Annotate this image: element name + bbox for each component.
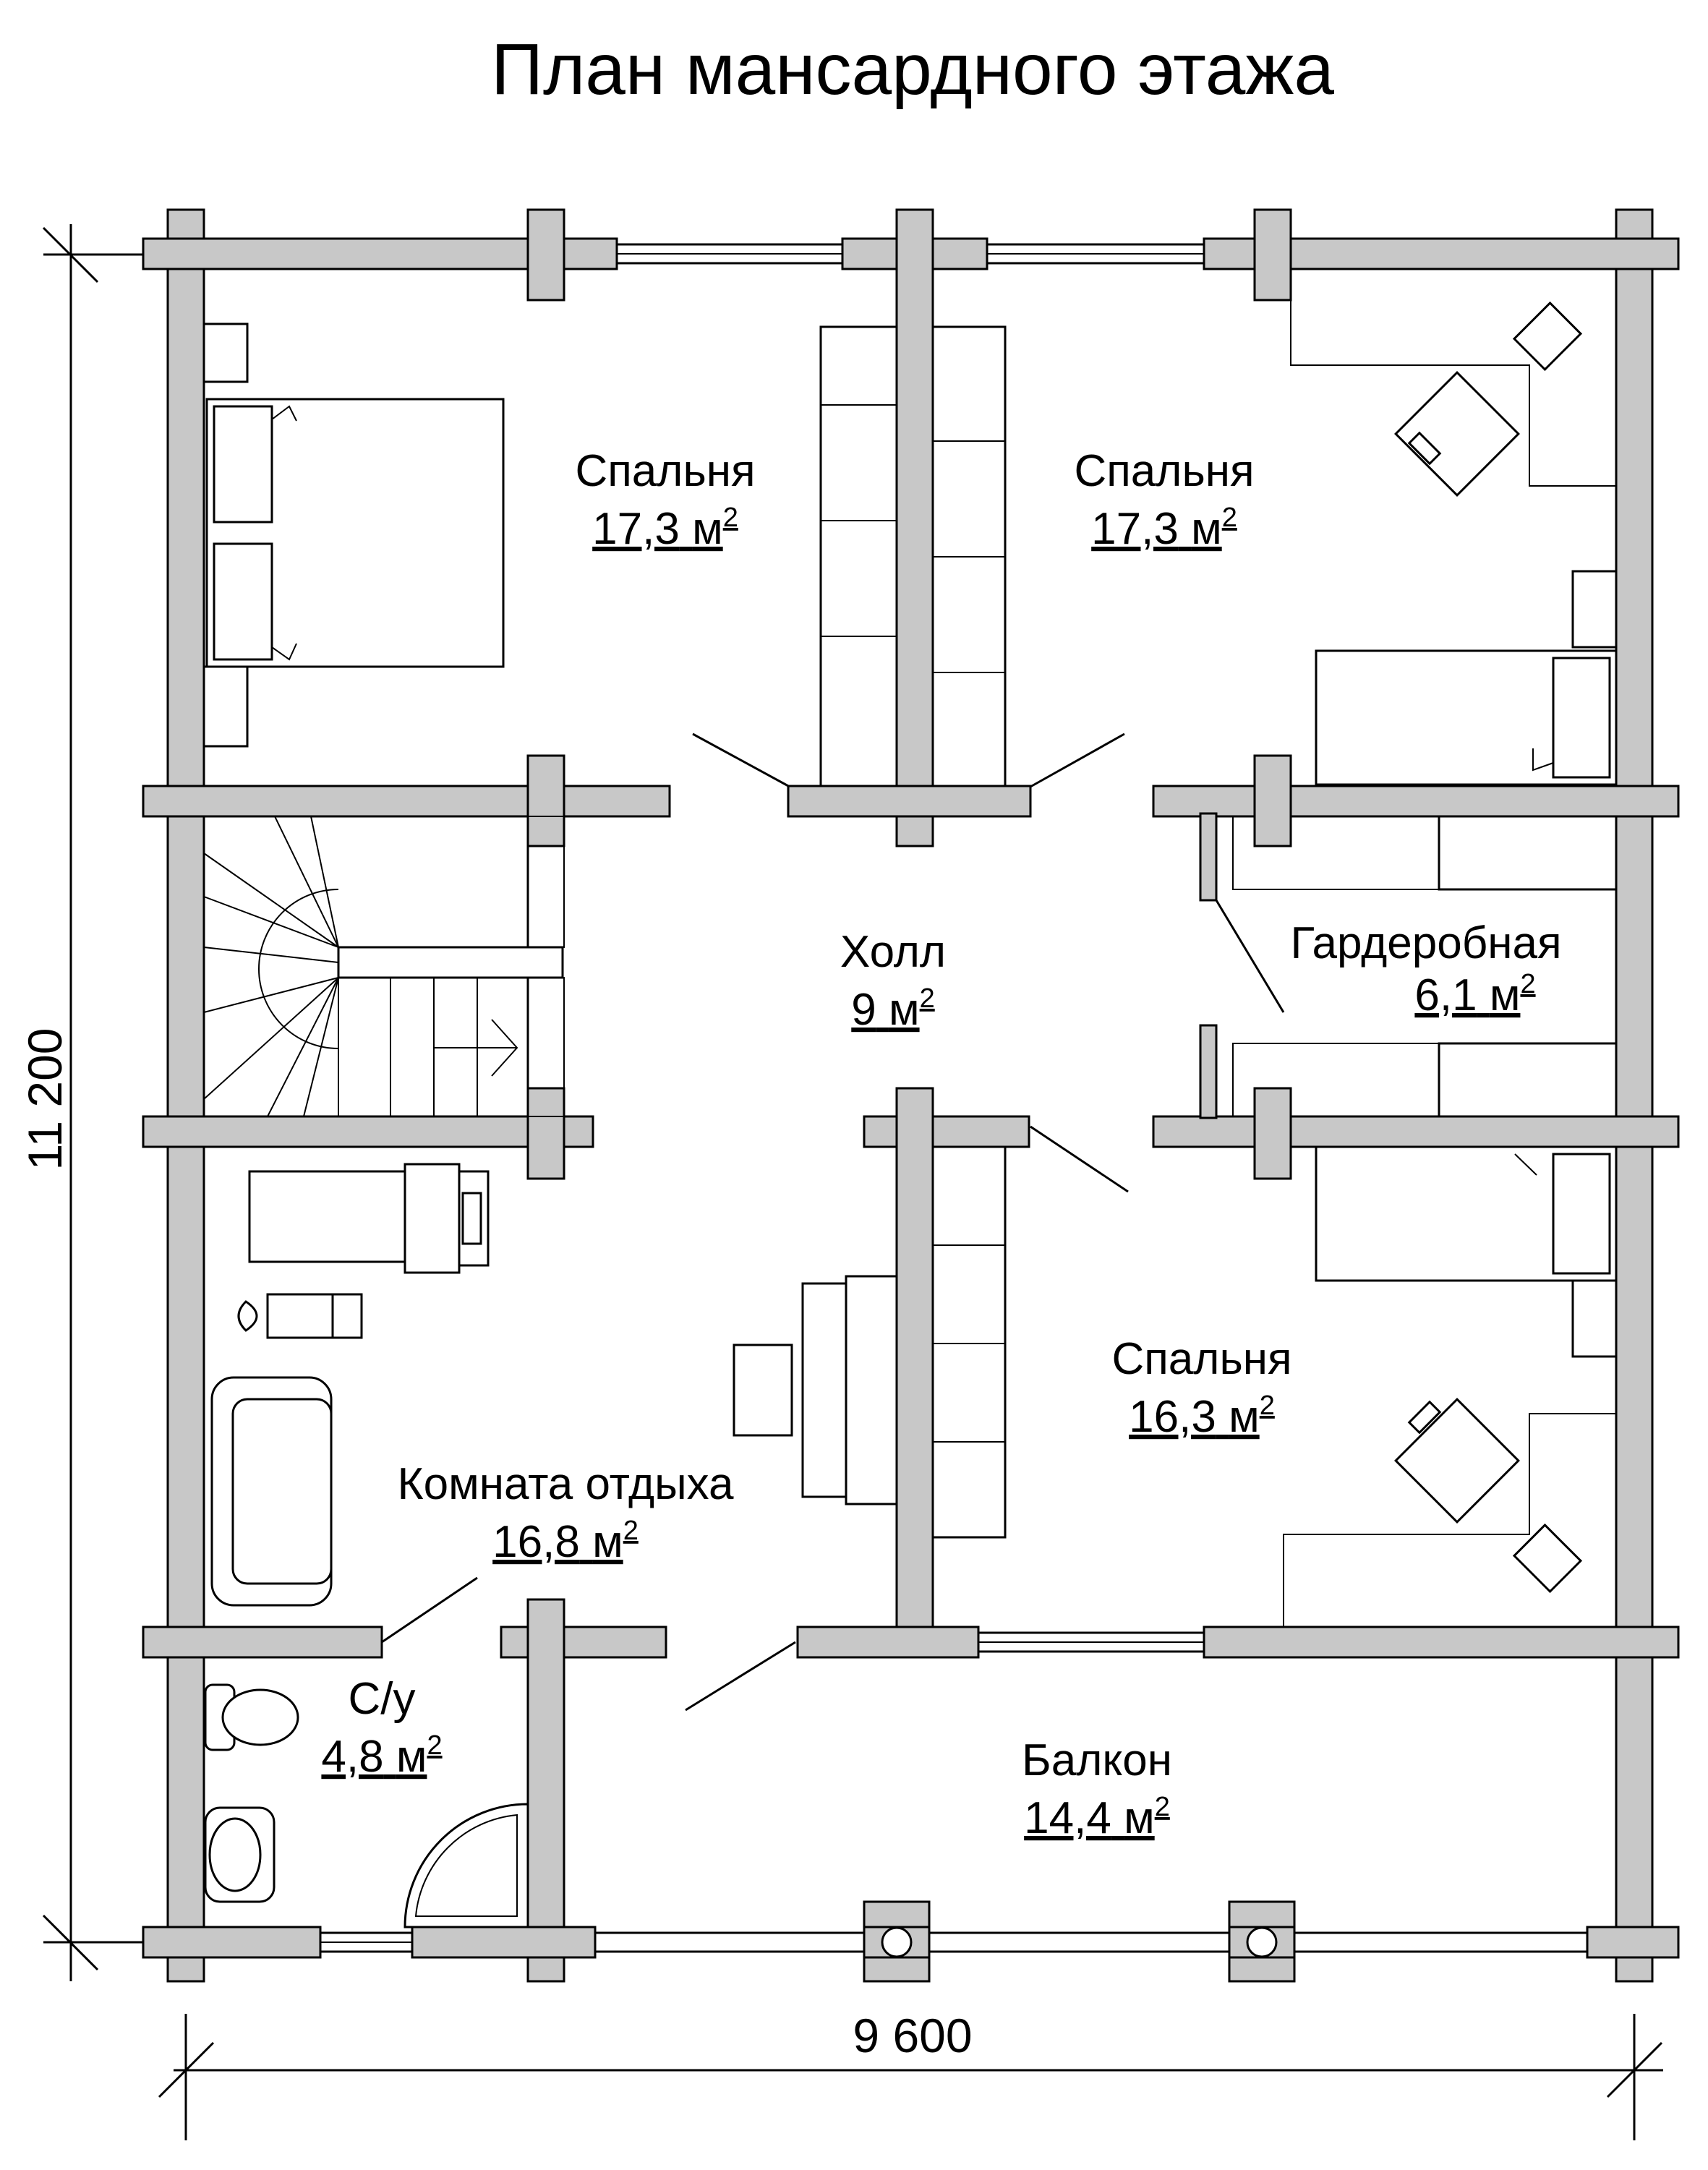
staircase — [202, 815, 565, 1118]
room-name: Балкон — [1022, 1735, 1172, 1785]
room-name: Холл — [840, 927, 946, 977]
room-labels: Спальня 17,3 м2 Спальня 17,3 м2 Холл 9 м… — [321, 446, 1561, 1843]
walls — [142, 208, 1680, 1983]
room-name: Спальня — [1111, 1334, 1291, 1384]
doors — [381, 732, 1285, 1712]
room-name: Спальня — [575, 446, 755, 496]
room-area: 17,3 м2 — [1091, 503, 1237, 554]
room-area: 17,3 м2 — [592, 503, 738, 554]
room-area: 6,1 м2 — [1414, 969, 1535, 1020]
room-area: 16,3 м2 — [1129, 1391, 1275, 1442]
room-area: 9 м2 — [851, 983, 934, 1035]
plan-title: План мансардного этажа — [491, 29, 1334, 110]
room-area: 16,8 м2 — [492, 1516, 639, 1567]
height-dimension: 11 200 — [18, 1028, 72, 1171]
room-name: Гардеробная — [1290, 918, 1561, 968]
room-name: С/у — [349, 1674, 416, 1724]
room-area: 4,8 м2 — [321, 1730, 442, 1782]
room-name: Спальня — [1074, 446, 1254, 496]
width-dimension: 9 600 — [853, 2009, 972, 2062]
furniture — [202, 269, 1618, 1928]
dimension-lines — [42, 224, 1663, 2140]
room-name: Комната отдыха — [398, 1459, 734, 1509]
room-area: 14,4 м2 — [1024, 1792, 1170, 1843]
